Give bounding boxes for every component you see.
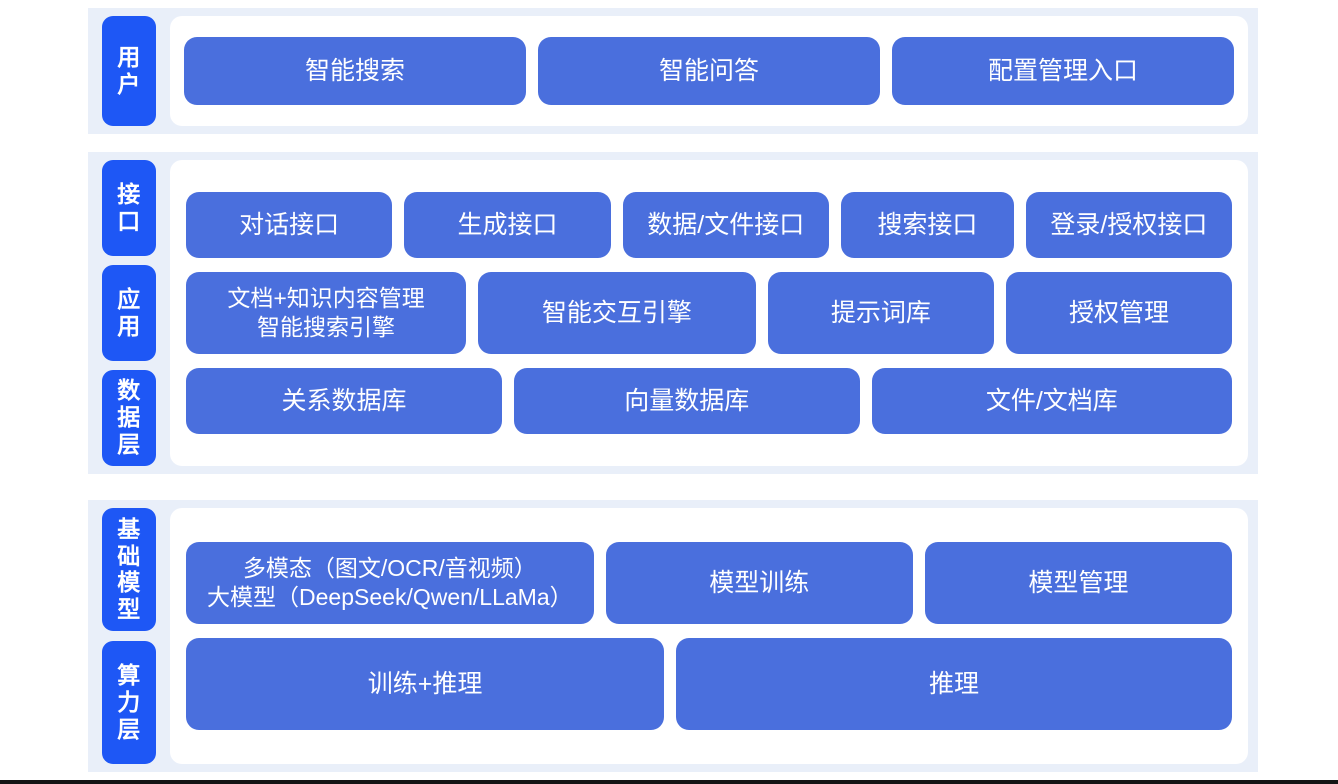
row-interface: 对话接口 生成接口 数据/文件接口 搜索接口 登录/授权接口 (186, 192, 1233, 258)
box-inference[interactable]: 推理 (676, 638, 1232, 730)
layer-tab-foundation-model[interactable]: 基础模型 (102, 508, 156, 631)
box-config-management-entry[interactable]: 配置管理入口 (892, 37, 1234, 105)
box-search-api[interactable]: 搜索接口 (840, 192, 1014, 258)
panel-platform-layer: 对话接口 生成接口 数据/文件接口 搜索接口 登录/授权接口 文档+知识内容管理… (170, 160, 1248, 466)
row-user-entries: 智能搜索 智能问答 配置管理入口 (184, 37, 1234, 105)
panel-infrastructure-layer: 多模态（图文/OCR/音视频） 大模型（DeepSeek/Qwen/LLaMa）… (170, 508, 1248, 764)
layer-tab-interface[interactable]: 接口 (102, 160, 156, 257)
box-login-auth-api[interactable]: 登录/授权接口 (1025, 192, 1233, 258)
row-foundation-model: 多模态（图文/OCR/音视频） 大模型（DeepSeek/Qwen/LLaMa）… (186, 542, 1233, 624)
box-multimodal-large-model[interactable]: 多模态（图文/OCR/音视频） 大模型（DeepSeek/Qwen/LLaMa） (186, 542, 594, 624)
row-data: 关系数据库 向量数据库 文件/文档库 (186, 368, 1232, 434)
box-relational-database[interactable]: 关系数据库 (186, 368, 502, 434)
tab-column-user: 用户 (102, 16, 156, 126)
layer-tab-compute[interactable]: 算力层 (102, 641, 156, 764)
section-infrastructure-layer: 基础模型 算力层 多模态（图文/OCR/音视频） 大模型（DeepSeek/Qw… (88, 500, 1258, 772)
panel-user-layer: 智能搜索 智能问答 配置管理入口 (170, 16, 1248, 126)
section-user-layer: 用户 智能搜索 智能问答 配置管理入口 (88, 8, 1258, 134)
layer-tab-data[interactable]: 数据层 (102, 369, 156, 466)
box-intelligent-qa[interactable]: 智能问答 (538, 37, 880, 105)
box-intelligent-interaction-engine[interactable]: 智能交互引擎 (478, 272, 756, 354)
box-model-training[interactable]: 模型训练 (605, 542, 913, 624)
tab-column-platform: 接口 应用 数据层 (102, 160, 156, 466)
row-application: 文档+知识内容管理 智能搜索引擎 智能交互引擎 提示词库 授权管理 (186, 272, 1233, 354)
box-prompt-library[interactable]: 提示词库 (767, 272, 994, 354)
box-vector-database[interactable]: 向量数据库 (514, 368, 860, 434)
box-generation-api[interactable]: 生成接口 (404, 192, 611, 258)
box-training-inference[interactable]: 训练+推理 (186, 638, 665, 730)
box-dialog-api[interactable]: 对话接口 (186, 192, 393, 258)
box-intelligent-search[interactable]: 智能搜索 (184, 37, 526, 105)
box-data-file-api[interactable]: 数据/文件接口 (622, 192, 829, 258)
layer-tab-application[interactable]: 应用 (102, 264, 156, 362)
bottom-rule (0, 780, 1338, 784)
section-platform-layer: 接口 应用 数据层 对话接口 生成接口 数据/文件接口 搜索接口 登录/授权接口… (88, 152, 1258, 474)
box-document-knowledge-management[interactable]: 文档+知识内容管理 智能搜索引擎 (186, 272, 467, 354)
box-model-management[interactable]: 模型管理 (924, 542, 1233, 624)
row-compute: 训练+推理 推理 (186, 638, 1232, 730)
tab-column-infrastructure: 基础模型 算力层 (102, 508, 156, 764)
layer-tab-user[interactable]: 用户 (102, 16, 156, 126)
box-file-document-store[interactable]: 文件/文档库 (871, 368, 1232, 434)
box-authorization-management[interactable]: 授权管理 (1005, 272, 1233, 354)
